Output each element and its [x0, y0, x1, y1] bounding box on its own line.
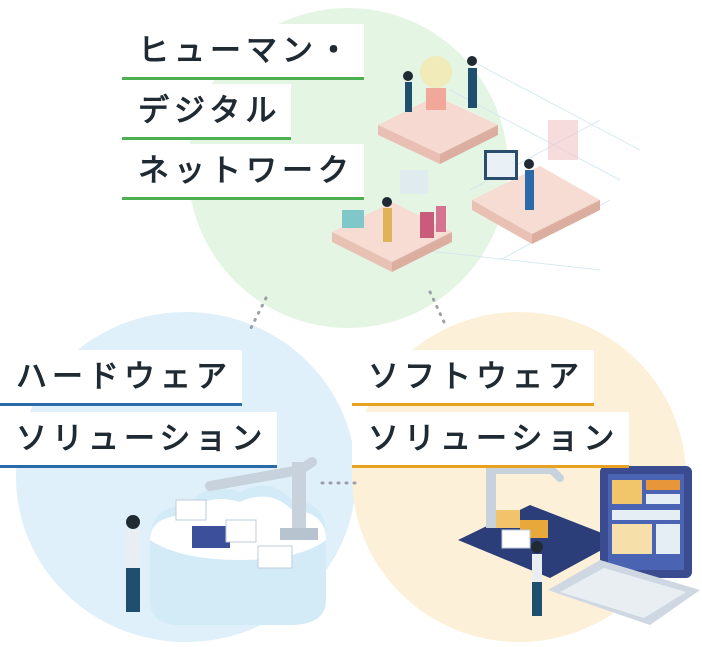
- human-digital-network-label-line2: デジタル: [122, 84, 292, 140]
- human-digital-network-label-line1: ヒューマン・: [122, 24, 364, 80]
- idea-platform: [378, 56, 498, 164]
- software-laptop-illustration: [458, 466, 700, 625]
- software-solution-label-line2: ソリューション: [352, 412, 630, 468]
- human-digital-network-label-line3: ネットワーク: [122, 144, 364, 200]
- hardware-solution-label-line2: ソリューション: [0, 412, 278, 468]
- chart-platform: [332, 170, 452, 272]
- hardware-cloud-illustration: [126, 457, 326, 625]
- software-solution-label-line1: ソフトウェア: [352, 350, 594, 406]
- connector-dots-right: [428, 290, 446, 324]
- connector-dots-left: [248, 296, 268, 332]
- network-grid: [419, 59, 641, 271]
- hardware-solution-label-line1: ハードウェア: [0, 350, 242, 406]
- analyst-platform: [472, 120, 600, 244]
